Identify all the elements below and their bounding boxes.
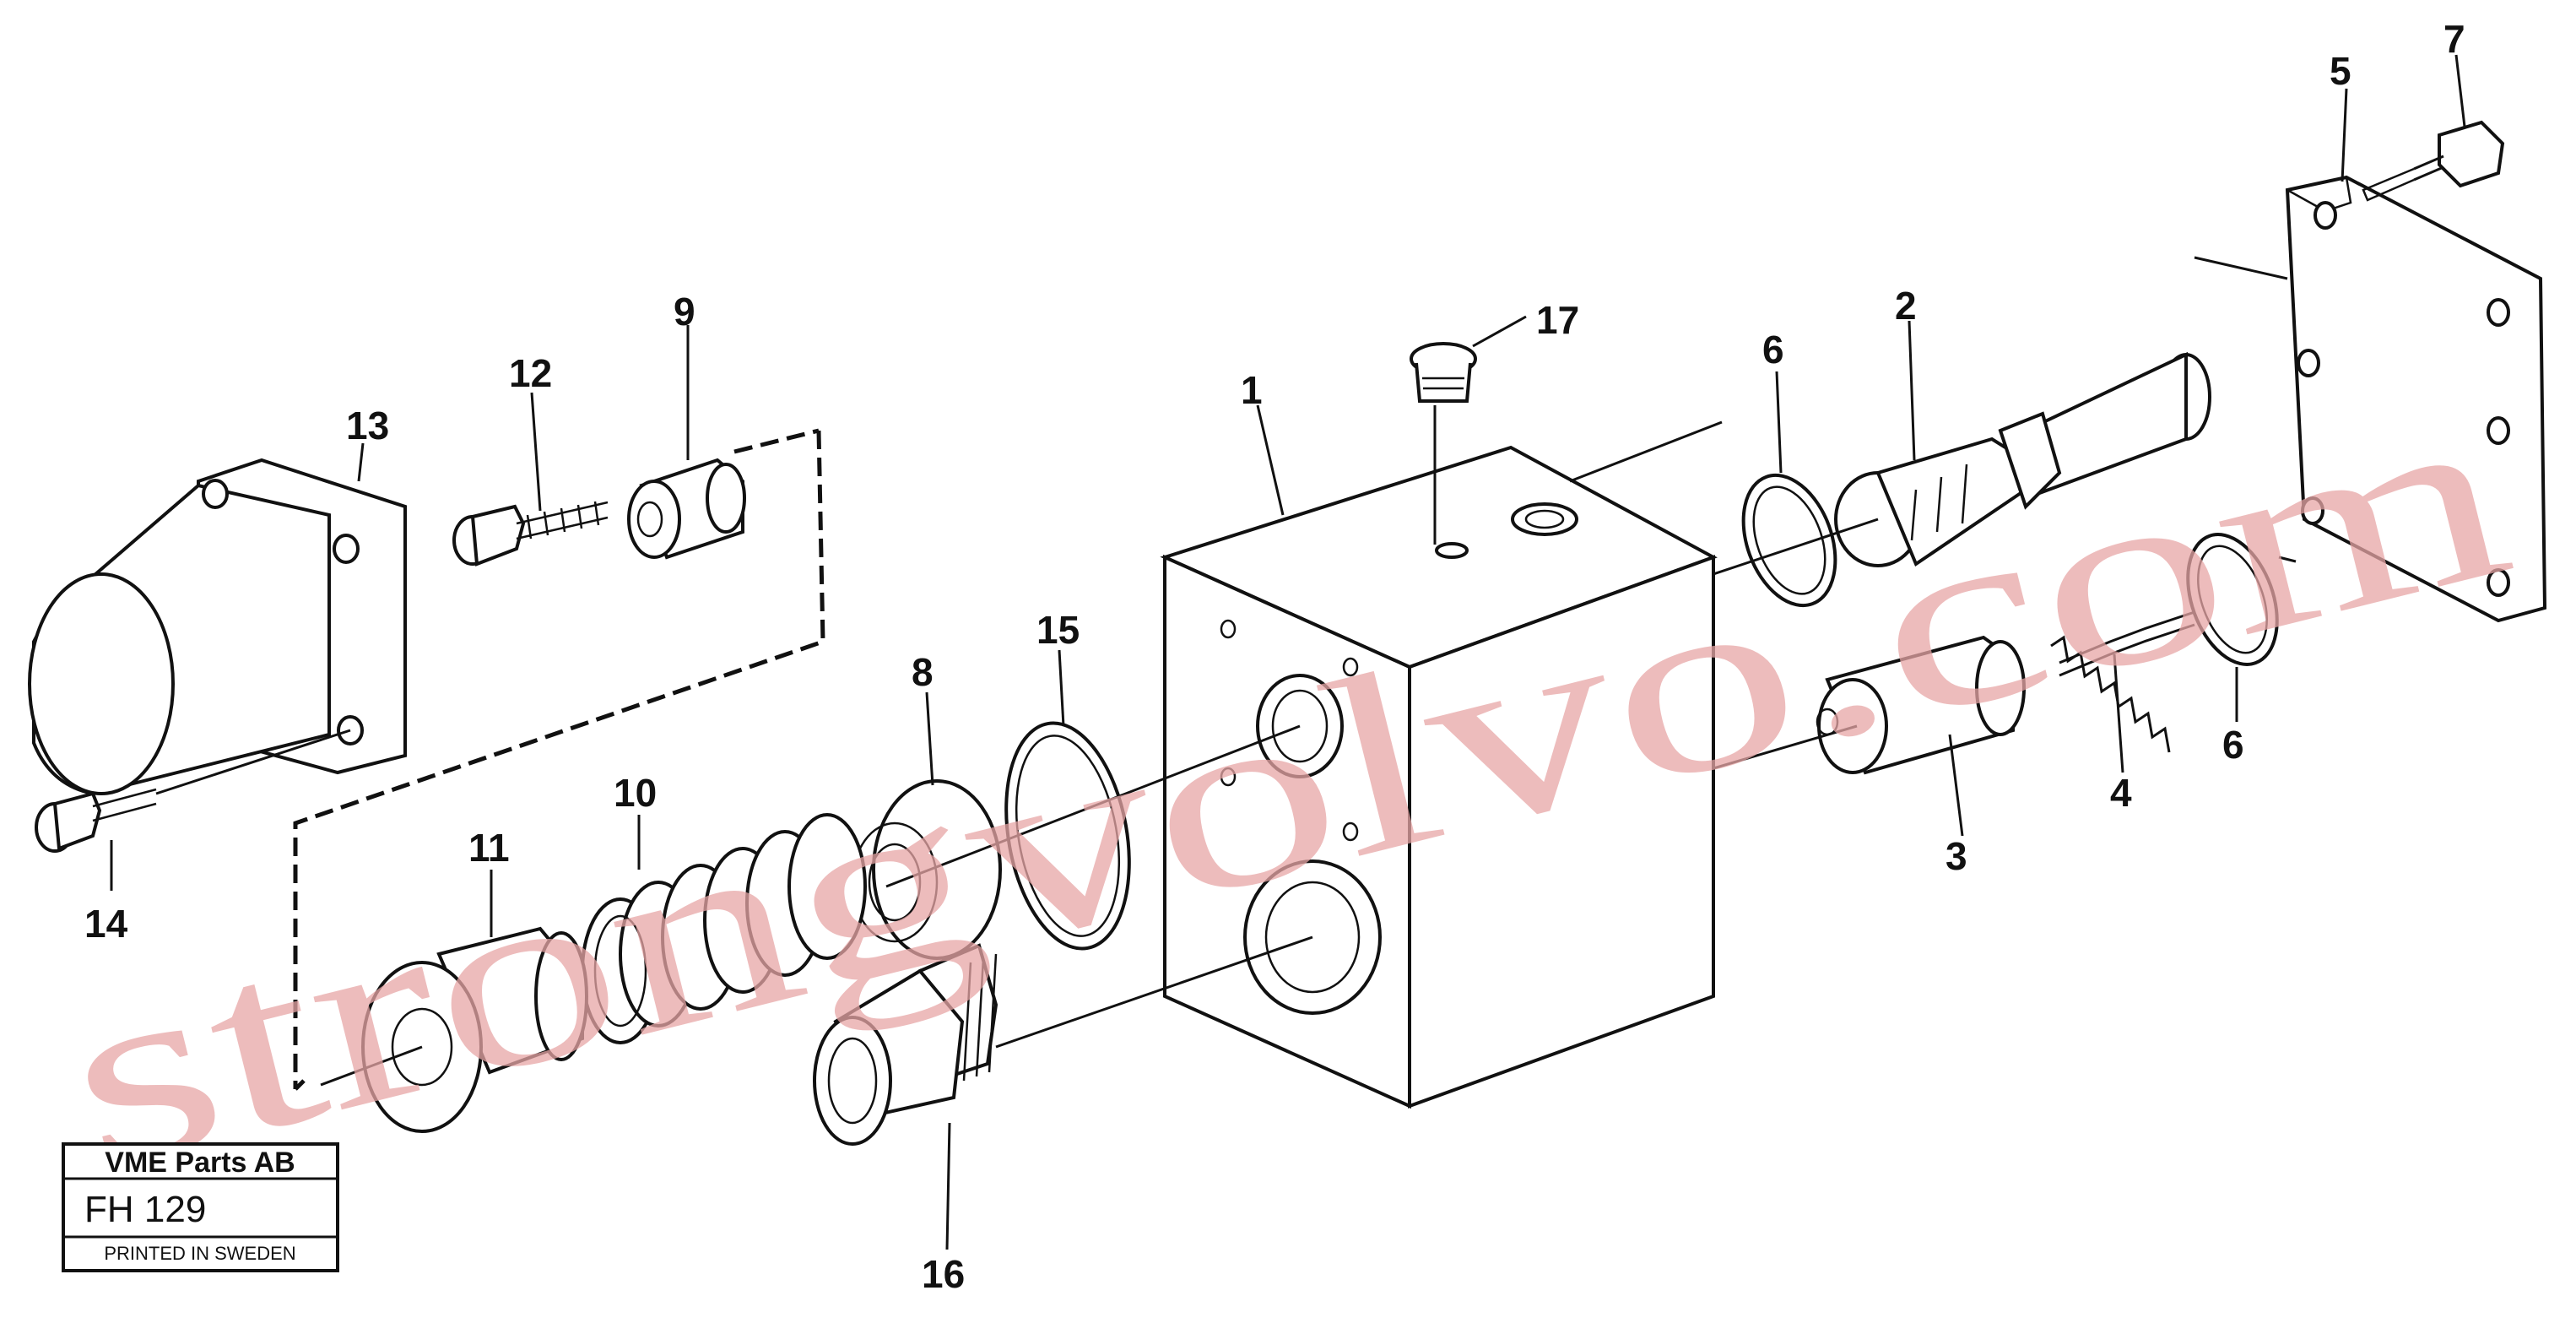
part-label-9: 9 (674, 290, 695, 333)
part-label-6-lower: 6 (2222, 723, 2244, 767)
title-block-company: VME Parts AB (105, 1147, 295, 1179)
part-label-2: 2 (1895, 284, 1917, 328)
solenoid-housing-13 (28, 458, 407, 796)
part-label-11: 11 (468, 826, 510, 870)
sleeve-9 (627, 458, 746, 560)
sleeve-11 (361, 926, 588, 1133)
title-block-code: FH 129 (84, 1189, 206, 1230)
plug-17 (1410, 342, 1477, 403)
part-label-6-upper: 6 (1762, 328, 1784, 371)
sleeve-8 (851, 779, 1002, 960)
part-label-1: 1 (1241, 368, 1263, 412)
seal-15 (1004, 721, 1131, 951)
valve-block (1160, 445, 1718, 1109)
assembly-axis-lines (155, 256, 2297, 1087)
leader-lines (110, 54, 2466, 1250)
nipple-16 (813, 943, 998, 1146)
part-label-15: 15 (1036, 608, 1080, 652)
part-label-16: 16 (922, 1252, 965, 1296)
part-label-8: 8 (912, 650, 934, 694)
o-ring-6-upper (1741, 473, 1837, 608)
screw-7 (2362, 120, 2505, 202)
part-label-17: 17 (1536, 298, 1579, 342)
spring-10 (581, 813, 867, 1044)
part-callouts: 1 2 3 4 5 6 6 7 8 9 10 11 12 13 14 15 16… (84, 17, 2465, 1296)
part-label-5: 5 (2330, 49, 2351, 93)
piston-3 (1816, 635, 2026, 775)
part-label-4: 4 (2110, 771, 2132, 815)
part-label-12: 12 (509, 351, 552, 395)
cover-plate (2285, 175, 2547, 623)
title-block: VME Parts AB FH 129 PRINTED IN SWEDEN (62, 1142, 339, 1272)
part-label-13: 13 (346, 404, 389, 447)
part-label-3: 3 (1946, 834, 1967, 878)
dashed-boundary (293, 428, 825, 1091)
part-label-10: 10 (614, 771, 657, 815)
screw-12 (452, 501, 609, 567)
screw-14 (35, 788, 157, 853)
part-label-7: 7 (2443, 17, 2465, 61)
title-block-printed: PRINTED IN SWEDEN (104, 1243, 295, 1264)
part-label-14: 14 (84, 902, 128, 946)
spring-4 (2050, 610, 2195, 753)
watermark-text: strongvolvo.com (41, 348, 2533, 1225)
